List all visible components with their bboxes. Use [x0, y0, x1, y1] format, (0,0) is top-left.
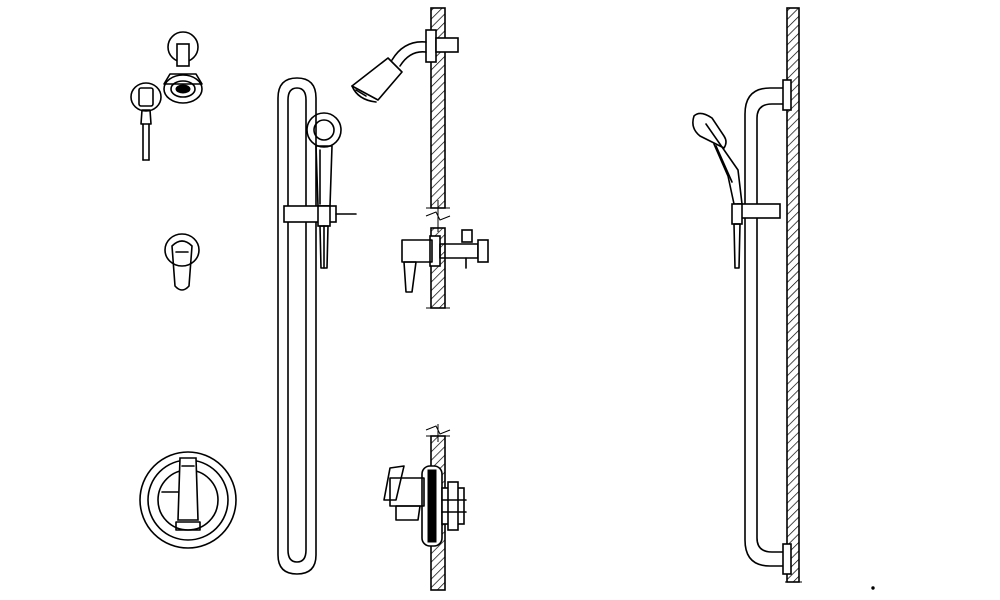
wall-section-right — [785, 7, 875, 590]
mixing-valve-side-icon — [383, 465, 467, 547]
shower-head-side-icon — [351, 29, 459, 103]
lever-handle-icon — [164, 233, 200, 291]
handshower-front-icon — [306, 112, 342, 269]
diverter-valve-side-icon — [401, 229, 489, 293]
valve-handle-small-icon — [130, 82, 162, 161]
handshower-side-icon — [692, 112, 743, 269]
grab-bar-side-icon — [737, 79, 792, 575]
trim-plate-icon — [139, 451, 237, 549]
shower-head-small-icon — [163, 31, 203, 104]
